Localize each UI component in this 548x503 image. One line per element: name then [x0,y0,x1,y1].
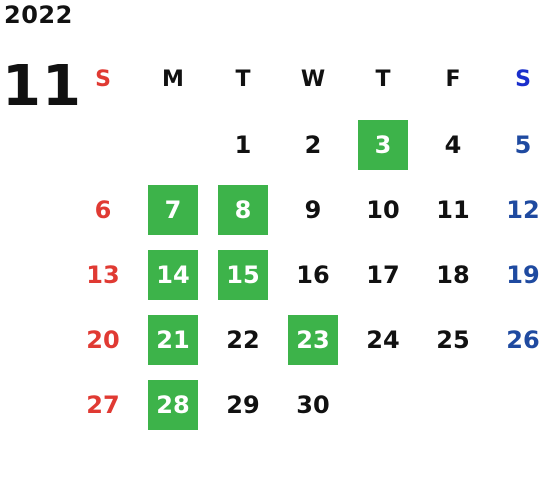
weekday-header: T [348,47,418,112]
day-number: 21 [156,325,190,354]
day-cell: 30 [278,372,348,437]
day-number: 29 [226,390,260,419]
day-number: 18 [436,260,470,289]
day-number: 9 [304,195,322,224]
day-number: 13 [86,260,120,289]
day-number: 20 [86,325,120,354]
day-number: 26 [506,325,540,354]
day-number: 28 [156,390,190,419]
month-number: 11 [2,54,82,119]
weekday-header: T [208,47,278,112]
day-cell: 9 [278,177,348,242]
day-cell-highlighted: 3 [348,112,418,177]
day-cell-highlighted: 14 [138,242,208,307]
day-cell: 18 [418,242,488,307]
day-cell: 5 [488,112,548,177]
day-cell: 12 [488,177,548,242]
year-label: 2022 [4,1,73,29]
day-number: 4 [444,130,462,159]
day-cell: 22 [208,307,278,372]
day-number: 11 [436,195,470,224]
day-cell: 16 [278,242,348,307]
weekday-header: W [278,47,348,112]
day-cell: 17 [348,242,418,307]
day-number: 17 [366,260,400,289]
day-cell-highlighted: 21 [138,307,208,372]
day-number: 16 [296,260,330,289]
day-cell: 13 [68,242,138,307]
day-cell: 20 [68,307,138,372]
weekday-header: F [418,47,488,112]
day-cell-highlighted: 28 [138,372,208,437]
weekday-header: S [488,47,548,112]
day-number: 6 [94,195,112,224]
weekday-label: T [375,67,391,92]
weekday-label: S [95,67,111,92]
day-cell: 10 [348,177,418,242]
day-number: 5 [514,130,532,159]
day-number: 19 [506,260,540,289]
day-cell: 2 [278,112,348,177]
day-number: 7 [164,195,182,224]
weekday-label: S [515,67,531,92]
weekday-label: M [162,67,184,92]
day-number: 1 [234,130,252,159]
day-cell: 6 [68,177,138,242]
weekday-header: M [138,47,208,112]
day-cell-highlighted: 23 [278,307,348,372]
day-number: 2 [304,130,322,159]
weekday-header: S [68,47,138,112]
day-number: 3 [374,130,392,159]
day-number: 25 [436,325,470,354]
day-cell-highlighted: 15 [208,242,278,307]
day-cell-highlighted: 8 [208,177,278,242]
day-cell: 1 [208,112,278,177]
day-cell: 29 [208,372,278,437]
day-number: 27 [86,390,120,419]
day-number: 8 [234,195,252,224]
day-cell: 4 [418,112,488,177]
day-number: 23 [296,325,330,354]
day-number: 15 [226,260,260,289]
day-number: 12 [506,195,540,224]
weekday-label: F [445,67,461,92]
day-number: 14 [156,260,190,289]
weekday-label: W [300,67,326,92]
day-cell: 25 [418,307,488,372]
day-cell: 11 [418,177,488,242]
weekday-label: T [235,67,251,92]
day-number: 30 [296,390,330,419]
day-number: 10 [366,195,400,224]
day-number: 22 [226,325,260,354]
day-cell-highlighted: 7 [138,177,208,242]
day-number: 24 [366,325,400,354]
day-cell: 27 [68,372,138,437]
day-cell: 26 [488,307,548,372]
day-cell: 19 [488,242,548,307]
day-cell: 24 [348,307,418,372]
